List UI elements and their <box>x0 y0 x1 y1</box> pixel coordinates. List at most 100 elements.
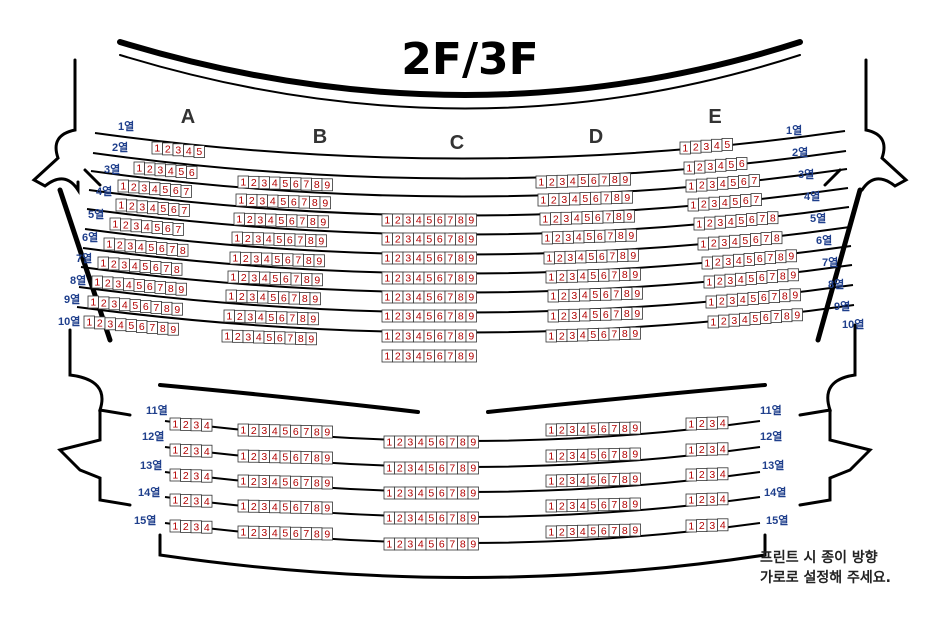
seat-number: 2 <box>245 233 251 245</box>
seat-number: 9 <box>632 525 638 537</box>
seat-number: 8 <box>458 234 464 246</box>
seat-number: 6 <box>439 437 445 449</box>
seat-number: 5 <box>280 196 286 208</box>
seat <box>311 273 323 287</box>
seat-number: 9 <box>632 474 638 486</box>
seat-number: 9 <box>470 488 476 500</box>
seat-number: 2 <box>549 176 555 188</box>
wall-segment <box>798 408 873 507</box>
seat-number: 6 <box>439 463 445 475</box>
seat <box>717 492 729 506</box>
seat-number: 9 <box>468 273 474 285</box>
seat-number: 1 <box>384 331 390 343</box>
seat-number: 7 <box>611 423 617 435</box>
seat-number: 7 <box>303 452 309 464</box>
seat-number: 1 <box>86 317 92 329</box>
seat <box>629 267 641 281</box>
seat-number: 5 <box>748 273 754 285</box>
seat-number: 4 <box>720 519 726 531</box>
seat-number: 9 <box>630 250 636 262</box>
seat-number: 1 <box>240 501 246 513</box>
seat-number: 1 <box>94 277 100 289</box>
seat-number: 6 <box>287 234 293 246</box>
seat-number: 2 <box>183 419 189 431</box>
seat-number: 7 <box>611 499 617 511</box>
seat-number: 2 <box>701 199 707 211</box>
seat-number: 2 <box>237 311 243 323</box>
seat-number: 7 <box>763 233 769 245</box>
seat-number: 3 <box>139 201 145 213</box>
seat-number: 1 <box>386 539 392 551</box>
seat <box>791 308 803 322</box>
seat-number: 2 <box>251 177 257 189</box>
seat-number: 4 <box>582 310 588 322</box>
seat-number: 8 <box>314 452 320 464</box>
seat <box>467 461 479 475</box>
seat-number: 2 <box>243 253 249 265</box>
seat-number: 3 <box>261 425 267 437</box>
seat <box>321 527 333 541</box>
seat-number: 4 <box>718 160 724 172</box>
seat-number: 1 <box>706 277 712 289</box>
seat-number: 4 <box>416 234 422 246</box>
seat-number: 7 <box>289 313 295 325</box>
section-label-a: A <box>181 106 195 128</box>
seat-number: 8 <box>460 539 466 551</box>
seat-number: 9 <box>468 234 474 246</box>
seat-number: 4 <box>132 260 138 272</box>
seat <box>201 469 213 483</box>
seat-number: 6 <box>279 312 285 324</box>
row-label-right: 15열 <box>766 514 788 527</box>
seat-number: 1 <box>384 215 390 227</box>
row-label-right: 10열 <box>842 318 864 331</box>
seat-number: 2 <box>395 311 401 323</box>
seat-number: 6 <box>759 272 765 284</box>
seat-number: 6 <box>591 175 597 187</box>
seat-number: 4 <box>168 165 174 177</box>
seat-number: 1 <box>548 527 554 539</box>
seat-number: 4 <box>580 450 586 462</box>
seat-number: 6 <box>601 329 607 341</box>
seat-number: 5 <box>592 309 598 321</box>
seat-number: 2 <box>395 351 401 363</box>
seat-number: 2 <box>117 240 123 252</box>
seat-number: 4 <box>418 463 424 475</box>
seat-number: 8 <box>310 216 316 228</box>
seat-number: 5 <box>590 424 596 436</box>
seat-number: 1 <box>682 143 688 155</box>
seat-number: 1 <box>548 425 554 437</box>
seat-number: 4 <box>732 236 738 248</box>
seat-number: 5 <box>282 178 288 190</box>
seat <box>625 228 637 242</box>
seat-number: 3 <box>193 419 199 431</box>
seat-number: 5 <box>590 270 596 282</box>
seat <box>629 447 641 461</box>
seat-number: 7 <box>767 252 773 264</box>
seat-number: 3 <box>245 331 251 343</box>
seat-number: 1 <box>548 272 554 284</box>
seat-number: 5 <box>162 184 168 196</box>
seat-number: 8 <box>168 283 174 295</box>
seat-number: 4 <box>186 145 192 157</box>
print-note: 프린트 시 종이 방향 가로로 설정해 주세요. <box>760 548 891 588</box>
seat <box>201 494 213 508</box>
seat-number: 1 <box>546 253 552 265</box>
seat <box>201 444 213 458</box>
seat-number: 3 <box>407 437 413 449</box>
seat-number: 9 <box>316 255 322 267</box>
seat-number: 1 <box>384 234 390 246</box>
seat-number: 1 <box>172 470 178 482</box>
seat-number: 1 <box>106 239 112 251</box>
seat-number: 2 <box>247 214 253 226</box>
seat-number: 8 <box>306 255 312 267</box>
seat-number: 9 <box>312 293 318 305</box>
seat-number: 3 <box>261 527 267 539</box>
seat-number: 2 <box>395 253 401 265</box>
seat <box>172 222 184 236</box>
seat-number: 3 <box>407 513 413 525</box>
seat-number: 3 <box>717 217 723 229</box>
